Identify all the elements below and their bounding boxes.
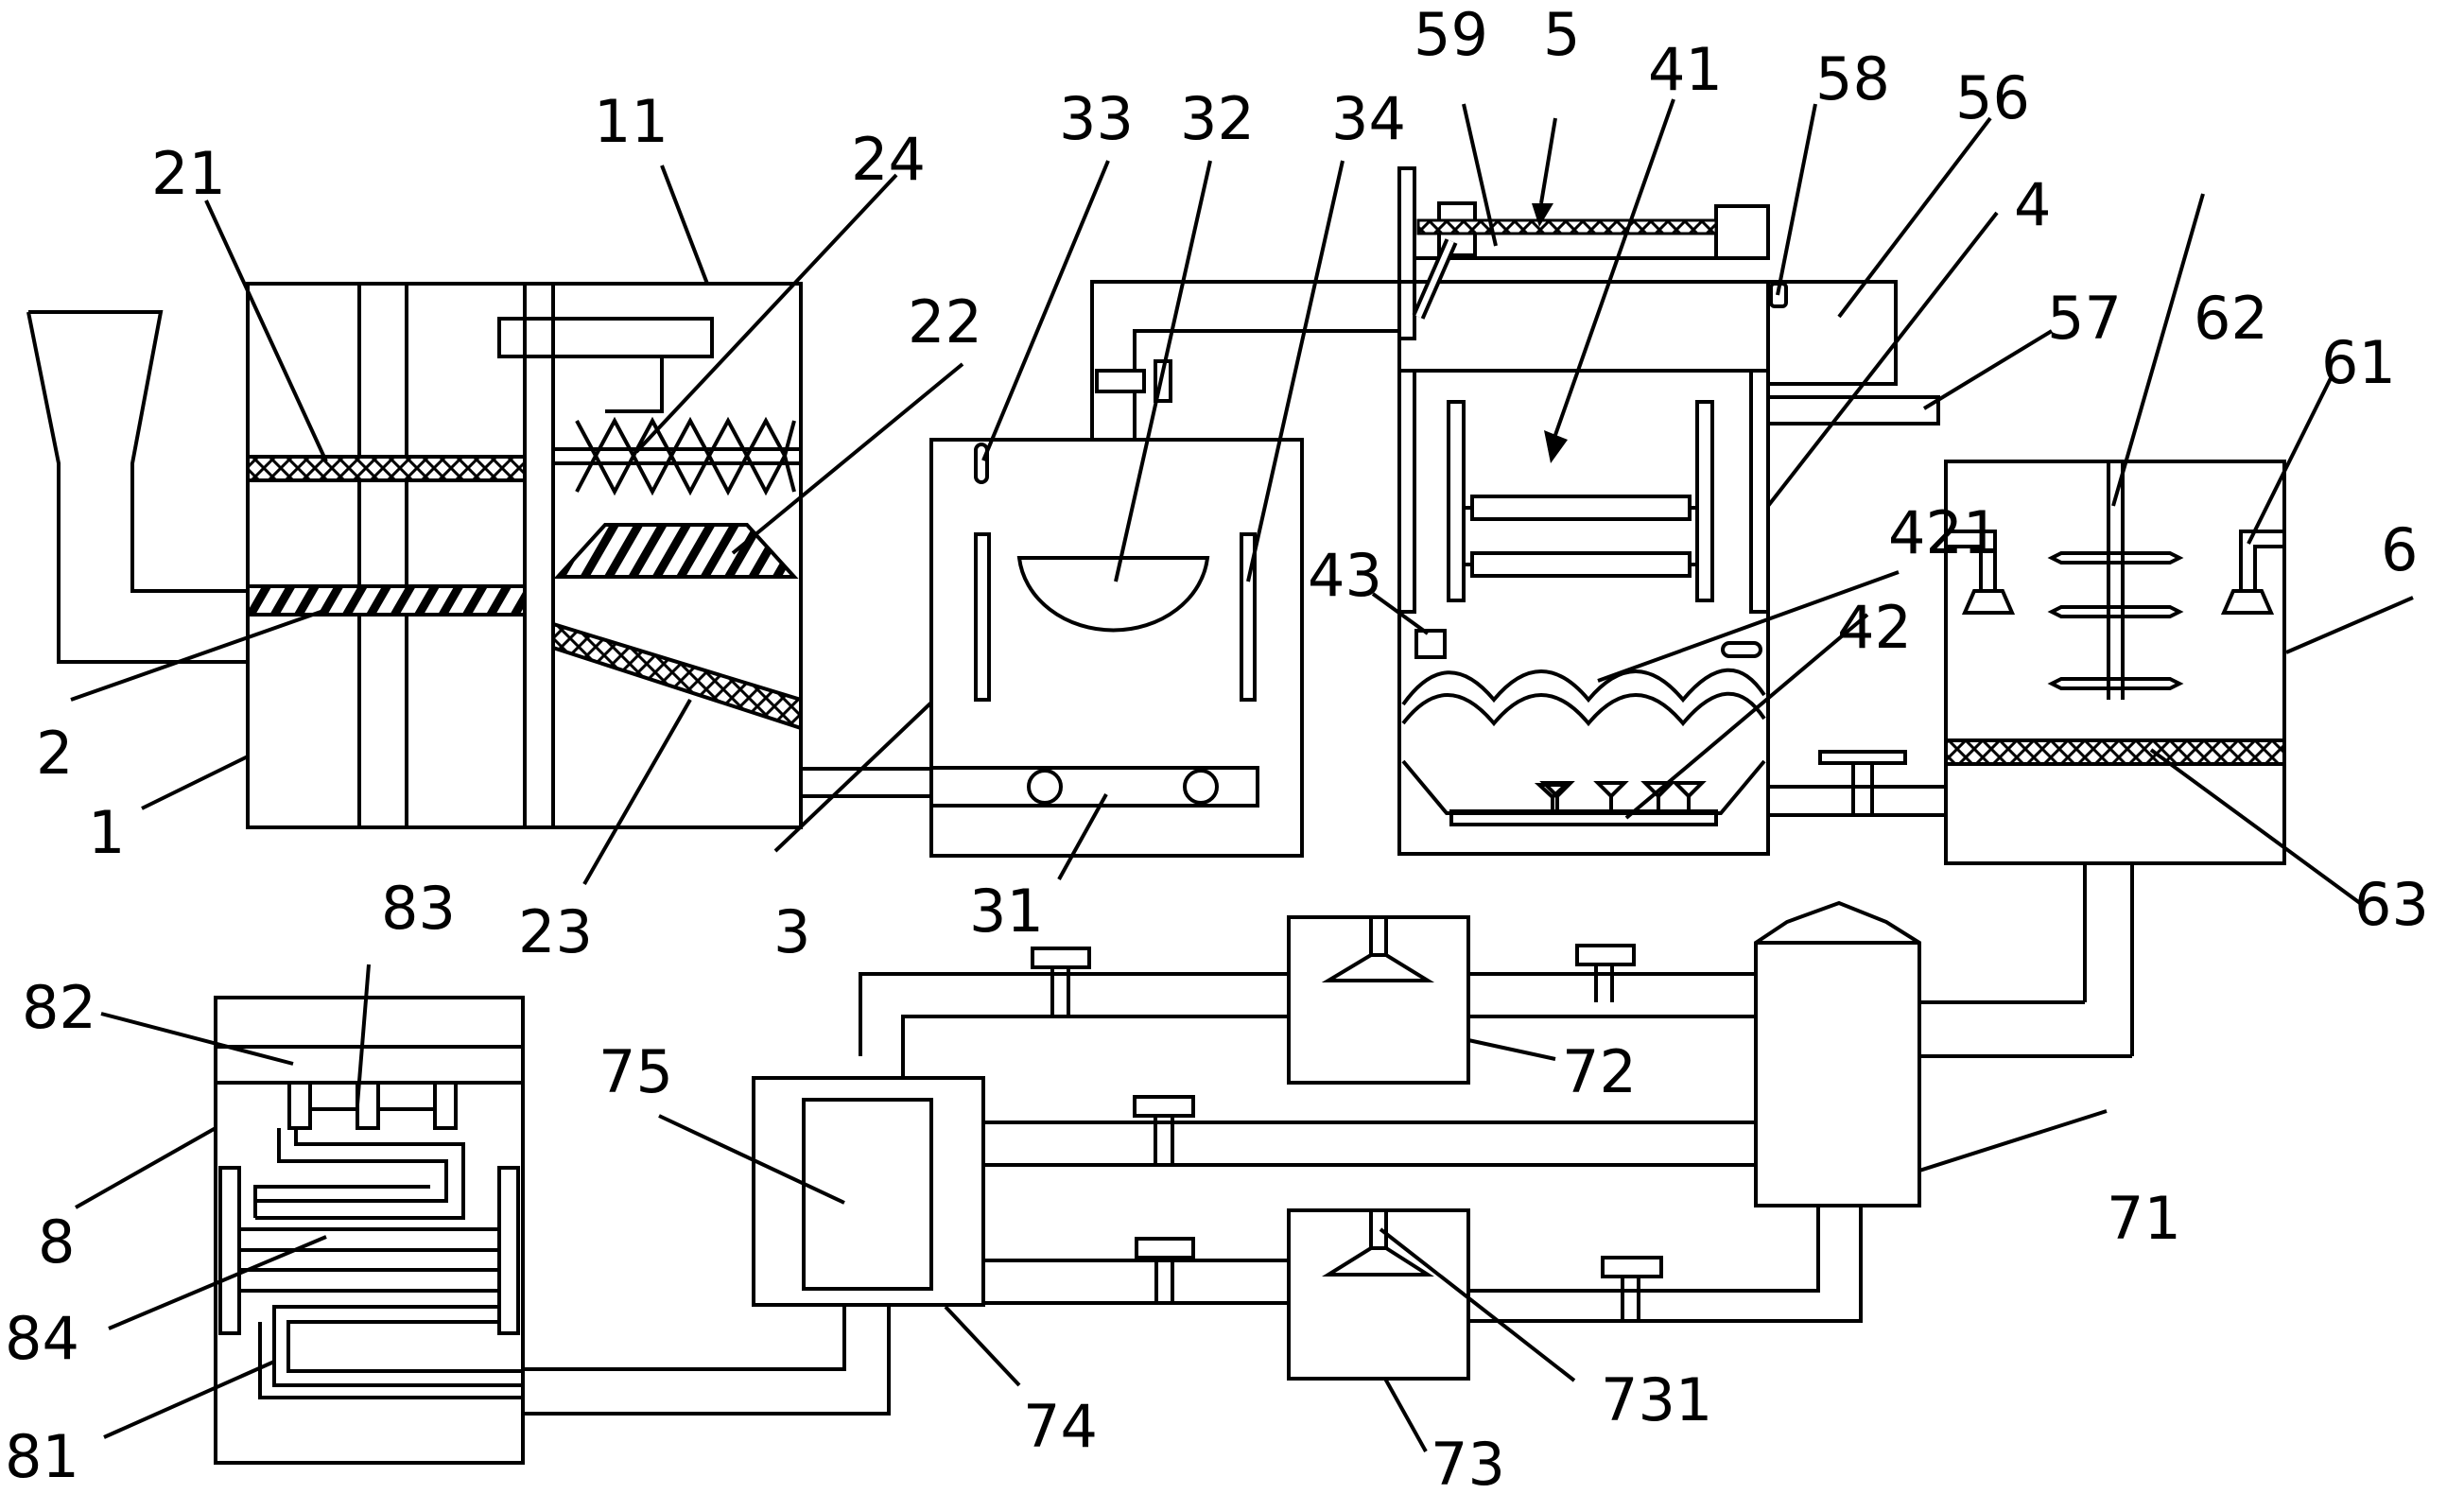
label-71: 71	[2107, 1184, 2181, 1253]
screen-5	[1416, 218, 1718, 235]
label-84: 84	[5, 1304, 79, 1373]
pipe-1-3	[801, 767, 931, 798]
leader-lines	[70, 98, 2414, 1452]
feed-hopper	[26, 310, 248, 664]
label-62: 62	[2194, 284, 2268, 353]
screen-63	[1944, 738, 2286, 766]
filter-plate-2	[246, 584, 527, 617]
label-4: 4	[2014, 170, 2051, 239]
label-58: 58	[1815, 44, 1890, 113]
label-8: 8	[38, 1207, 75, 1277]
unit-74	[752, 1076, 1756, 1307]
label-31: 31	[969, 877, 1044, 946]
label-34: 34	[1331, 84, 1406, 153]
label-74: 74	[1023, 1392, 1098, 1461]
pipe-74-8	[523, 1305, 891, 1416]
label-81: 81	[5, 1422, 79, 1489]
label-83: 83	[381, 874, 456, 943]
tank-73	[983, 1206, 1863, 1381]
label-42: 42	[1837, 593, 1912, 662]
label-2: 2	[36, 719, 73, 788]
label-21: 21	[151, 139, 226, 208]
label-3: 3	[773, 897, 810, 966]
label-6: 6	[2381, 515, 2418, 584]
label-5: 5	[1543, 0, 1580, 69]
reference-numerals: 21 11 24 22 2 1 23 3 31 33 32 34 59 5 41…	[5, 0, 2429, 1494]
label-63: 63	[2354, 870, 2429, 939]
label-43: 43	[1308, 541, 1382, 610]
label-731: 731	[1601, 1365, 1712, 1434]
label-82: 82	[22, 973, 96, 1042]
conveyor-31	[929, 766, 1259, 808]
pipe-4-6	[1768, 750, 1946, 817]
block-22	[553, 523, 799, 579]
label-41: 41	[1648, 35, 1723, 104]
label-61: 61	[2321, 328, 2396, 397]
label-73: 73	[1431, 1430, 1505, 1489]
screen-21	[246, 455, 527, 482]
label-22: 22	[908, 287, 982, 356]
label-1: 1	[88, 798, 125, 867]
crusher-box-1	[246, 282, 803, 829]
inclined-screen-23	[551, 621, 803, 731]
tank-71	[1754, 900, 2132, 1207]
tank-4	[1397, 166, 1940, 856]
label-56: 56	[1955, 63, 2030, 132]
label-72: 72	[1562, 1037, 1637, 1106]
tank-3	[929, 280, 1399, 858]
unit-8	[214, 996, 525, 1465]
tank-72	[859, 915, 1756, 1085]
nozzle-33	[974, 443, 989, 484]
label-23: 23	[518, 897, 593, 966]
label-421: 421	[1888, 498, 2000, 567]
label-11: 11	[594, 87, 668, 156]
label-33: 33	[1059, 84, 1134, 153]
label-57: 57	[2047, 284, 2122, 353]
motor-block	[497, 317, 714, 358]
label-32: 32	[1180, 84, 1255, 153]
bowl-32	[1016, 556, 1210, 633]
tank-6	[1944, 460, 2286, 1056]
label-75: 75	[599, 1037, 673, 1106]
label-24: 24	[851, 125, 926, 194]
label-59: 59	[1414, 0, 1488, 69]
